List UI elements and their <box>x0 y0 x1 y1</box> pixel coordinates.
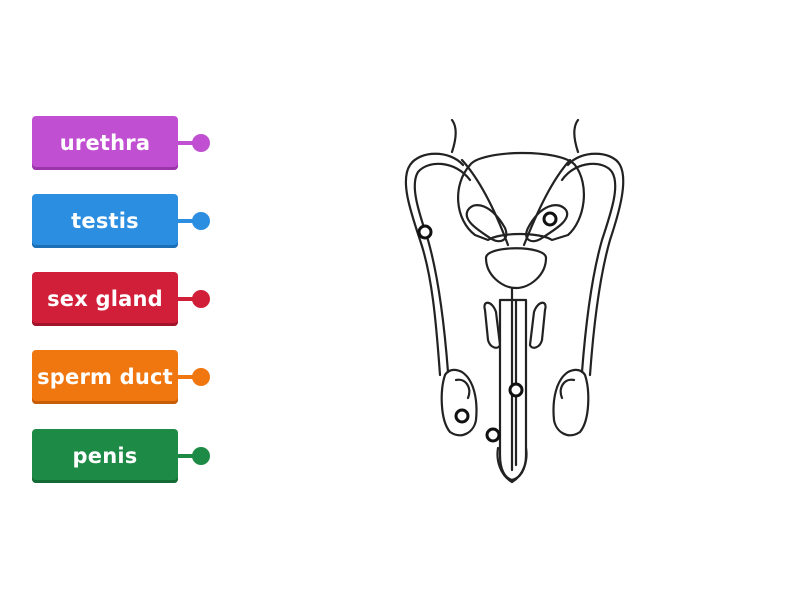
label-card-urethra[interactable]: urethra <box>32 116 178 170</box>
label-text: urethra <box>59 131 151 155</box>
right-testis <box>552 368 590 437</box>
right-ejaculatory-path <box>522 158 572 247</box>
left-lateral-gland <box>483 301 502 349</box>
label-text: testis <box>71 209 139 233</box>
left-ejaculatory-path <box>460 158 510 247</box>
label-text: sperm duct <box>37 365 173 389</box>
connector-handle[interactable] <box>192 447 210 465</box>
glans <box>496 446 528 484</box>
label-card-sperm-duct[interactable]: sperm duct <box>32 350 178 404</box>
label-card-sex-gland[interactable]: sex gland <box>32 272 178 326</box>
right-epididymis <box>559 378 576 400</box>
left-sperm-duct <box>404 118 465 377</box>
right-sperm-duct <box>566 118 625 377</box>
label-row-sperm-duct: sperm duct <box>32 350 212 406</box>
connector-line <box>178 297 200 301</box>
label-row-urethra: urethra <box>32 116 212 172</box>
drop-target[interactable] <box>508 382 524 398</box>
drop-target[interactable] <box>454 408 470 424</box>
connector-handle[interactable] <box>192 212 210 230</box>
label-row-penis: penis <box>32 429 212 485</box>
label-row-testis: testis <box>32 194 212 250</box>
label-row-sex-gland: sex gland <box>32 272 212 328</box>
drop-target[interactable] <box>485 427 501 443</box>
connector-line <box>178 454 200 458</box>
right-seminal-vesicle <box>525 204 569 243</box>
left-seminal-vesicle <box>465 204 508 243</box>
connector-handle[interactable] <box>192 134 210 152</box>
connector-line <box>178 375 200 379</box>
label-text: penis <box>72 444 138 468</box>
connector-handle[interactable] <box>192 290 210 308</box>
connector-line <box>178 219 200 223</box>
label-card-testis[interactable]: testis <box>32 194 178 248</box>
connector-line <box>178 141 200 145</box>
left-sperm-duct-inner <box>413 162 472 374</box>
label-card-penis[interactable]: penis <box>32 429 178 483</box>
right-sperm-duct-inner <box>560 162 617 374</box>
bladder-outline <box>457 151 586 242</box>
drop-target[interactable] <box>542 211 558 227</box>
connector-handle[interactable] <box>192 368 210 386</box>
left-epididymis <box>454 378 471 400</box>
prostate <box>484 247 548 290</box>
label-text: sex gland <box>47 287 163 311</box>
right-lateral-gland <box>528 301 547 349</box>
reproductive-system-diagram <box>404 118 625 484</box>
left-testis <box>440 368 478 437</box>
drop-target[interactable] <box>417 224 433 240</box>
